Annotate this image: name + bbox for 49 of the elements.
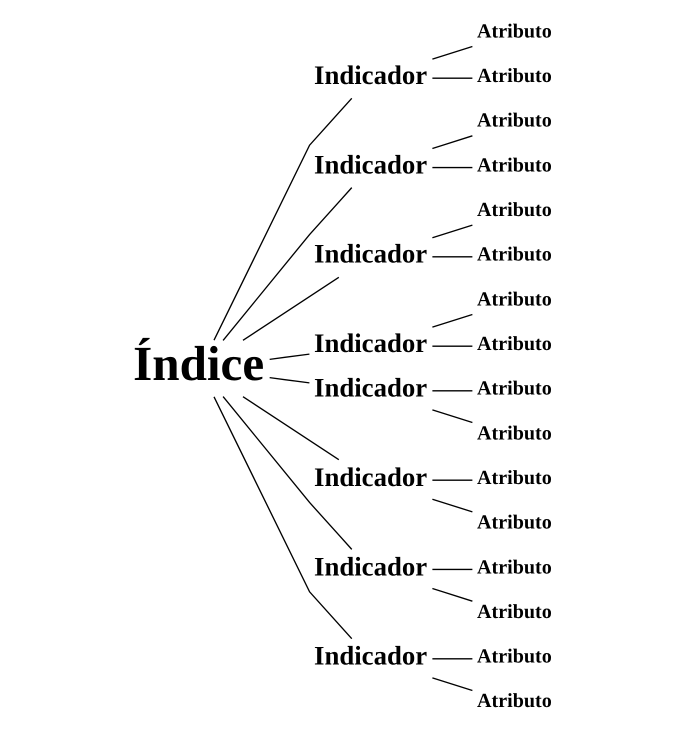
connector	[432, 345, 472, 346]
connector	[242, 276, 339, 340]
connector	[222, 186, 352, 340]
connector	[432, 313, 472, 328]
connector	[432, 166, 472, 168]
connector	[432, 587, 472, 602]
connector	[212, 396, 352, 639]
connector	[432, 498, 472, 512]
node-text: Atributo	[476, 154, 552, 176]
node-text: Atributo	[476, 422, 552, 444]
node-text: Indicador	[314, 327, 427, 358]
connector	[432, 45, 472, 60]
connector	[432, 134, 472, 149]
connector	[432, 676, 472, 691]
connector	[432, 478, 472, 480]
node-text: Indicador	[314, 550, 427, 581]
node-text: Atributo	[476, 690, 552, 712]
node-text: Indicador	[314, 461, 427, 492]
node-text: Indicador	[314, 640, 427, 670]
node-text: Indicador	[314, 60, 427, 90]
connector	[242, 396, 339, 460]
connector	[432, 256, 472, 258]
node-text: Índice	[132, 335, 264, 390]
connector	[432, 77, 472, 78]
connector	[432, 568, 472, 570]
node-text: Atributo	[476, 64, 552, 87]
node-text: Atributo	[476, 556, 552, 578]
node-text: Atributo	[476, 511, 552, 534]
node-text: Indicador	[314, 372, 427, 402]
connector	[432, 658, 472, 659]
node-text: Atributo	[476, 645, 552, 668]
node-text: Atributo	[476, 466, 552, 488]
connector	[432, 408, 472, 423]
connector	[212, 97, 352, 340]
node-text: Atributo	[476, 243, 552, 266]
connector	[432, 224, 472, 238]
node-text: Atributo	[476, 377, 552, 400]
node-text: Atributo	[476, 332, 552, 354]
node-text: Atributo	[476, 288, 552, 310]
node-text: Atributo	[476, 20, 552, 42]
node-text: Atributo	[476, 109, 552, 132]
connector	[222, 396, 352, 550]
node-text: Atributo	[476, 600, 552, 622]
node-text: Atributo	[476, 198, 552, 220]
node-text: Indicador	[314, 238, 427, 268]
connector	[269, 376, 309, 384]
connector	[432, 390, 472, 391]
node-text: Indicador	[314, 148, 427, 179]
connector	[269, 352, 309, 360]
